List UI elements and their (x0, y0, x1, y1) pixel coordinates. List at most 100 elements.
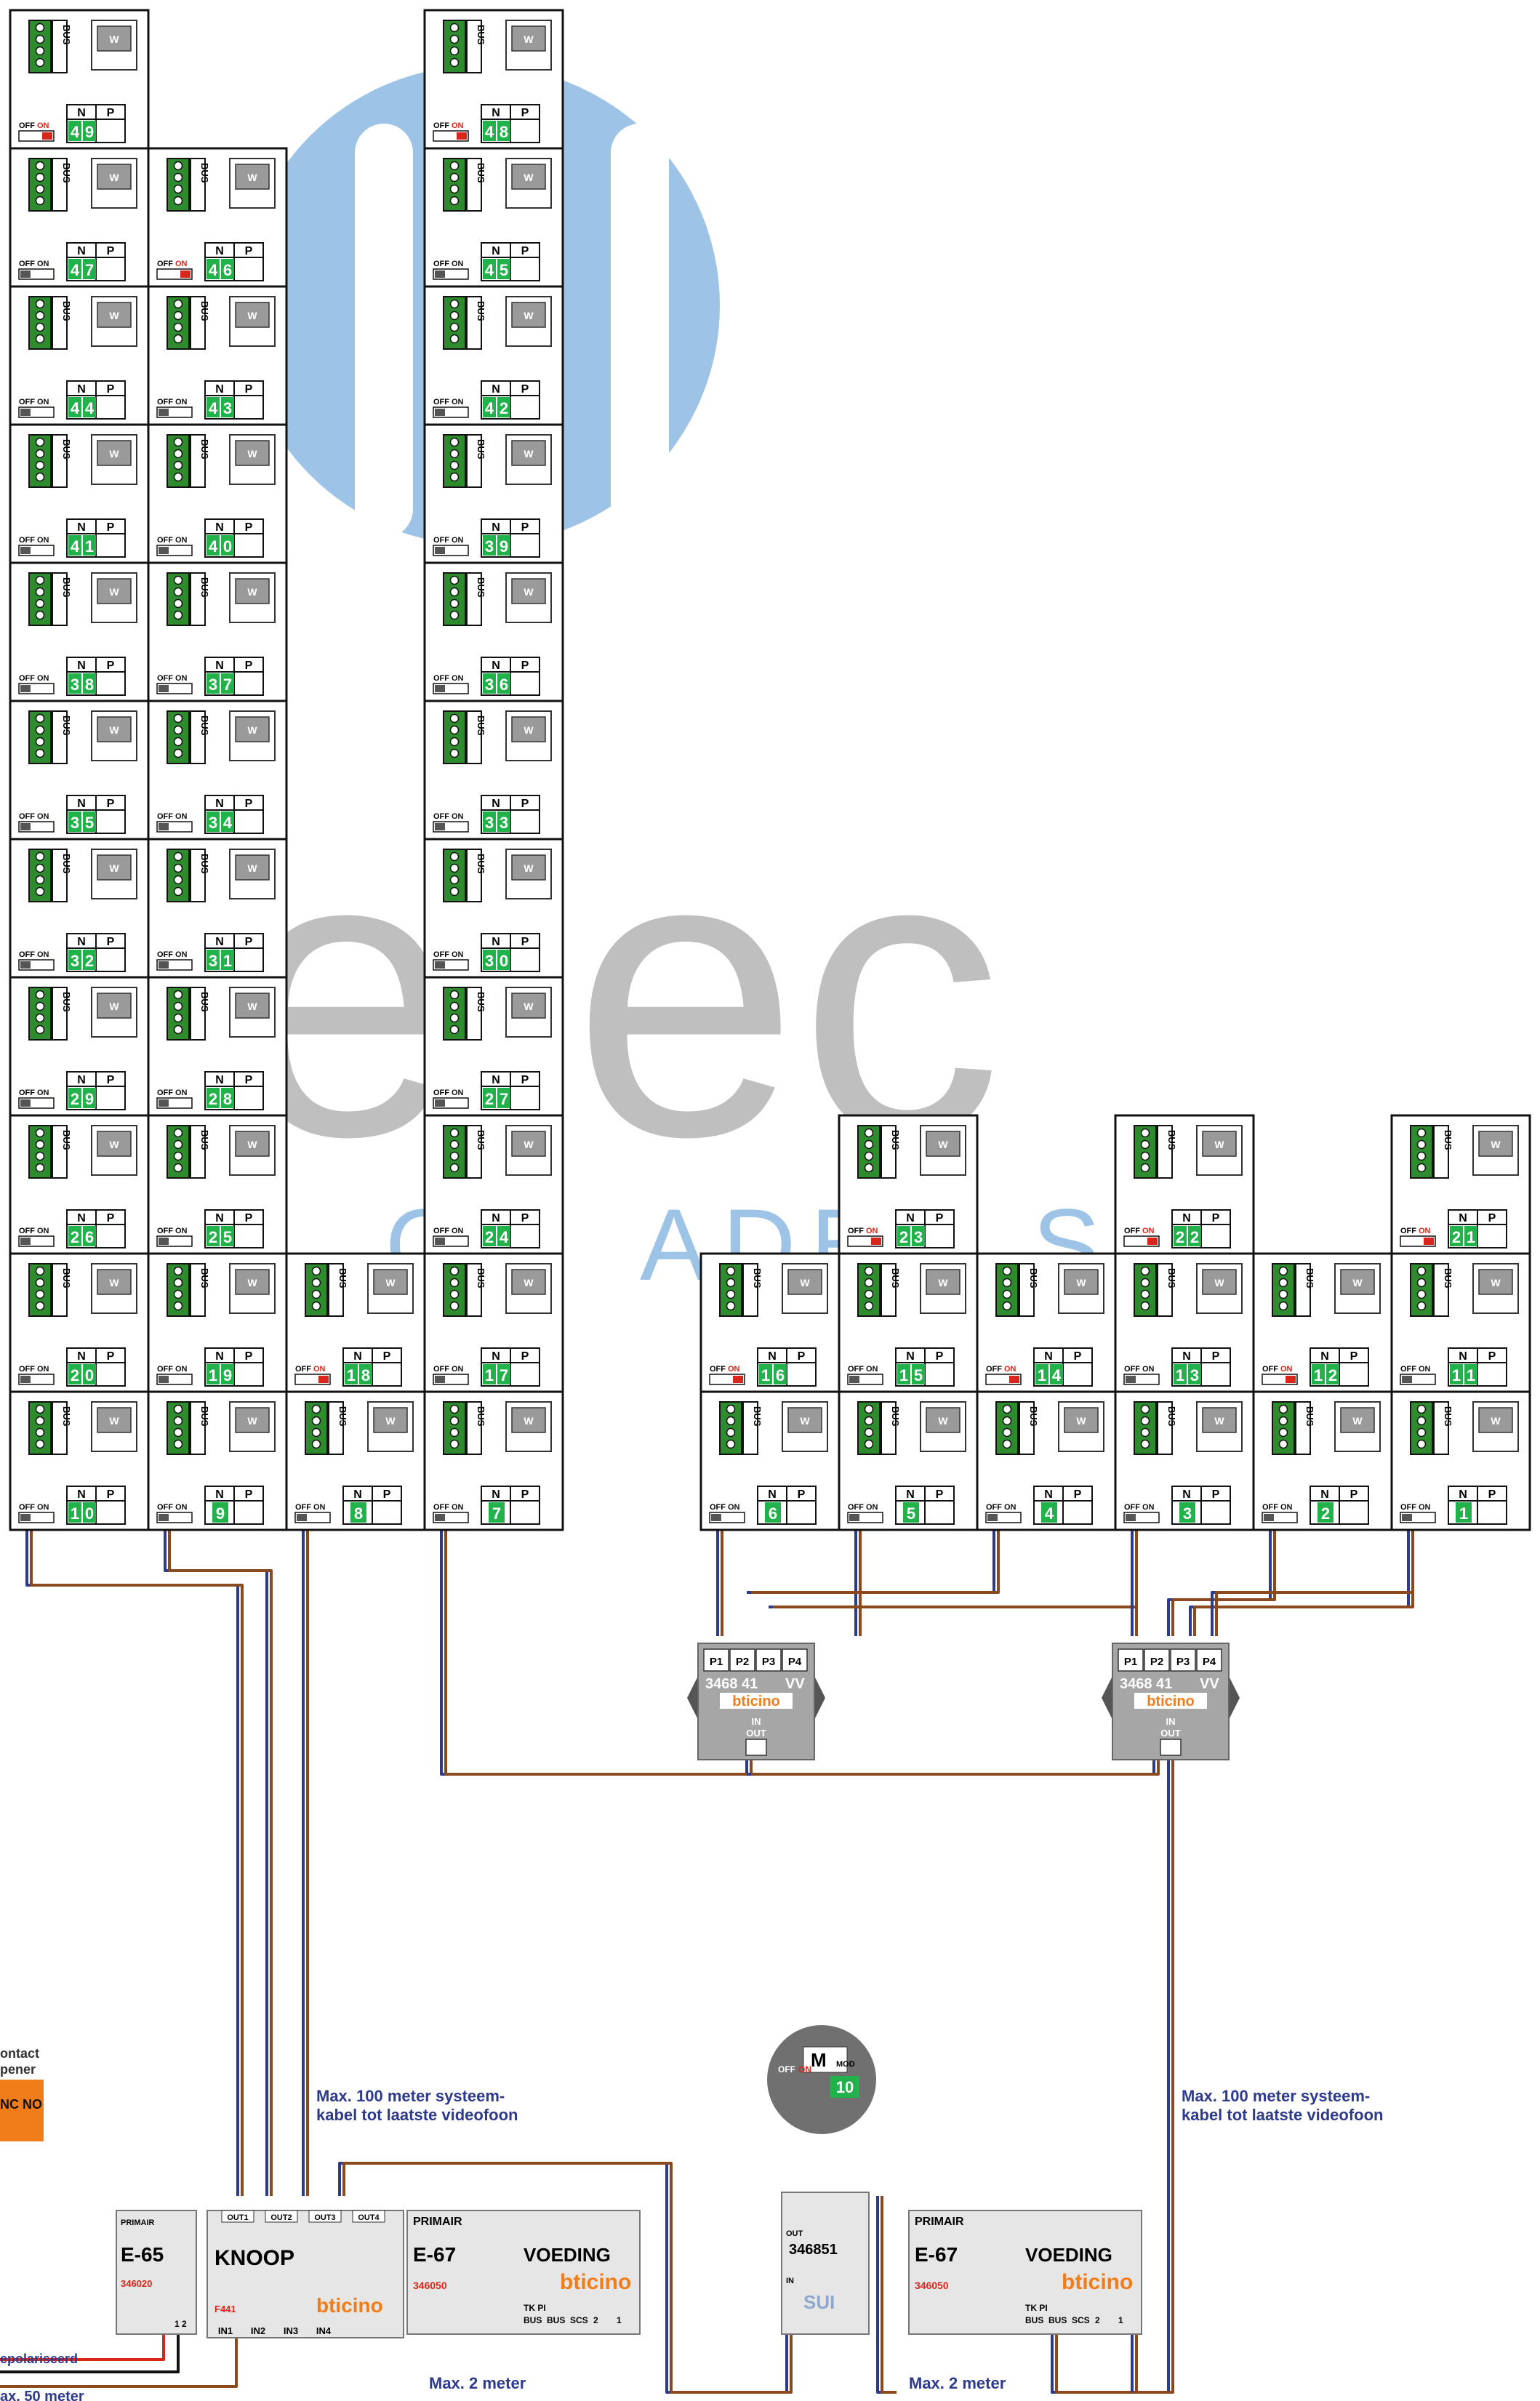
terminal-screw (173, 1427, 183, 1438)
bus-label-box (190, 849, 206, 902)
n-label: N (215, 1350, 224, 1363)
addr-digit-bg (221, 950, 234, 970)
dip-knob (1286, 1376, 1296, 1383)
dip-knob (1424, 1238, 1434, 1245)
terminal-screw (173, 184, 183, 194)
terminal-screw (1416, 1416, 1427, 1426)
monitor-label: W (524, 33, 534, 45)
dip-knob (435, 685, 445, 692)
on-label: ON (313, 1365, 326, 1374)
p-cell (1339, 1500, 1369, 1525)
voeding1-module-brand: bticino (560, 2270, 631, 2294)
monitor-label: W (247, 1139, 257, 1150)
terminal-screw (449, 713, 460, 723)
on-label: ON (866, 1503, 878, 1512)
off-label: OFF (157, 1503, 173, 1512)
dip-knob (435, 270, 445, 278)
bus-label-box (190, 296, 206, 350)
terminal-screw (1140, 1278, 1150, 1288)
dist-port (755, 1648, 782, 1672)
on-label: ON (37, 1089, 49, 1097)
terminal-screw (173, 172, 183, 183)
monitor-label: W (247, 172, 257, 183)
monitor-label: W (1491, 1139, 1501, 1150)
dist-port-label: P3 (762, 1656, 775, 1668)
off-label: OFF (1262, 1365, 1278, 1374)
addr-digit-bg (68, 811, 81, 832)
monitor-screen (1340, 1269, 1375, 1295)
bus-label: BUS (1443, 1130, 1453, 1150)
bus-label: BUS (199, 716, 210, 736)
n-label: N (77, 660, 86, 672)
terminal-screw (1140, 1266, 1150, 1276)
monitor-screen (1064, 1407, 1099, 1433)
note-right-max-line: kabel tot laatste videofoon (1182, 2106, 1384, 2124)
terminal-screw (35, 196, 45, 206)
n-label: N (215, 660, 224, 672)
dip-knob (733, 1376, 743, 1383)
terminal-screw (173, 460, 183, 470)
p-cell (1200, 1362, 1231, 1387)
monitor-screen (235, 578, 270, 604)
addr-digit: 5 (223, 1228, 232, 1246)
addr-digit: 3 (485, 676, 494, 694)
p-label: P (107, 1074, 115, 1086)
terminal-screw (449, 1416, 460, 1426)
bus-label-box (328, 1401, 344, 1455)
note-depol: epolariseerd (0, 2352, 78, 2366)
on-label: ON (175, 1227, 188, 1235)
addr-digit: 9 (500, 537, 508, 556)
terminal-screw (173, 1266, 183, 1276)
voeding2-module-name: E-67 (915, 2243, 958, 2266)
e65-module-body (116, 2210, 197, 2335)
monitor-screen (235, 440, 270, 466)
knoop-out-label: OUT2 (270, 2213, 292, 2222)
terminal-screw (449, 1151, 460, 1161)
monitor-screen (97, 716, 132, 742)
on-label: ON (37, 1503, 49, 1512)
voeding1-module-primair: PRIMAIR (413, 2216, 462, 2228)
addr-digit-bg (1179, 1502, 1195, 1523)
addr-digit-bg (83, 1364, 96, 1384)
p-label: P (521, 1074, 529, 1086)
terminal-screw (311, 1301, 321, 1311)
terminal-screw (173, 875, 183, 885)
addr-digit: 2 (71, 1090, 79, 1108)
bus-label-box (190, 1401, 206, 1455)
voeding2-module-body (908, 2210, 1142, 2335)
addr-digit: 9 (223, 1366, 232, 1384)
knoop-out-label: OUT3 (314, 2213, 335, 2222)
p-cell (95, 257, 126, 281)
p-cell (1062, 1362, 1093, 1387)
terminal-screw (1140, 1439, 1150, 1449)
terminal-screw (449, 886, 460, 897)
addr-digit-bg (483, 1364, 496, 1384)
terminal-screw (173, 1301, 183, 1311)
addr-digit-bg (206, 673, 220, 694)
addr-digit: 1 (1452, 1366, 1461, 1384)
p-cell (372, 1362, 402, 1387)
p-label: P (1350, 1350, 1358, 1363)
terminal-screw (1002, 1301, 1012, 1311)
terminal-screw (1002, 1278, 1012, 1288)
dist-port (1118, 1648, 1144, 1672)
on-label: ON (37, 121, 49, 130)
p-label: P (245, 1350, 253, 1363)
terminal-screw (173, 472, 183, 482)
addr-digit: 5 (85, 814, 94, 832)
off-label: OFF (19, 1365, 35, 1374)
bus-label: BUS (199, 439, 210, 460)
p-cell (95, 119, 126, 143)
addr-digit-bg (345, 1364, 358, 1384)
p-label: P (107, 1350, 115, 1363)
terminal-screw (35, 46, 45, 56)
bus-label-box (190, 710, 206, 764)
